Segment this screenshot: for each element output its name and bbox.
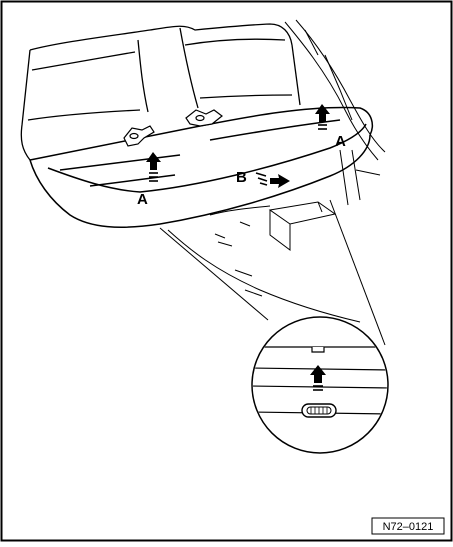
seat-belt-buckle-right	[185, 109, 223, 127]
push-up-arrow-left	[146, 152, 161, 182]
label-b: B	[236, 169, 247, 186]
direction-arrow-b	[255, 172, 290, 188]
car-body-outline	[167, 19, 386, 323]
seat-backrest	[20, 23, 301, 161]
detail-magnifier-circle	[251, 316, 389, 454]
seat-cushion	[29, 106, 373, 228]
reference-code-box: N72–0121	[371, 517, 445, 535]
detail-callout-lines	[159, 199, 386, 346]
push-up-arrow-right	[315, 104, 330, 130]
reference-code: N72–0121	[383, 521, 434, 533]
label-a-left: A	[137, 191, 148, 208]
detail-push-up-arrow	[310, 365, 326, 391]
label-a-right: A	[335, 133, 346, 150]
seat-belt-buckle-left	[123, 125, 155, 147]
latch-slot-icon	[301, 403, 337, 418]
